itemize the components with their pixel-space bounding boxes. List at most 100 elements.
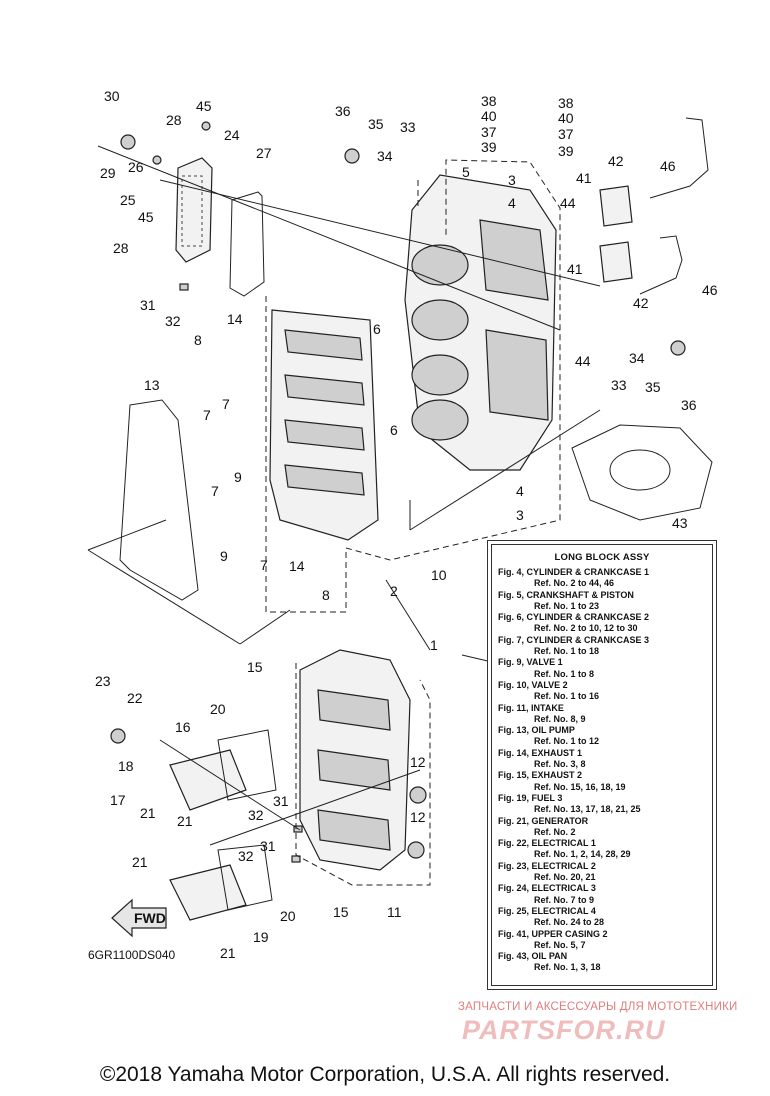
- copyright-notice: ©2018 Yamaha Motor Corporation, U.S.A. A…: [99, 1063, 671, 1086]
- callout-32: 32: [238, 848, 254, 864]
- gasket-13-part: [119, 399, 199, 601]
- panel-entry: Fig. 23, ELECTRICAL 2 Ref. No. 20, 21: [492, 861, 712, 884]
- callout-17: 17: [110, 792, 126, 808]
- fig-reference-link[interactable]: Fig. 22, ELECTRICAL 1: [498, 838, 596, 849]
- callout-19: 19: [253, 929, 269, 945]
- ref-range: Ref. No. 7 to 9: [534, 894, 595, 905]
- electrical-bracket-part: [175, 157, 213, 263]
- panel-entry: Fig. 22, ELECTRICAL 1 Ref. No. 1, 2, 14,…: [492, 838, 712, 861]
- callout-45: 45: [138, 209, 154, 225]
- callout-21: 21: [220, 945, 236, 961]
- callout-39: 39: [481, 139, 497, 155]
- fig-reference-link[interactable]: Fig. 10, VALVE 2: [498, 679, 568, 690]
- fig-reference-link[interactable]: Fig. 5, CRANKSHAFT & PISTON: [498, 589, 634, 600]
- ref-range: Ref. No. 2 to 44, 46: [534, 578, 615, 589]
- fig-reference-link[interactable]: Fig. 11, INTAKE: [498, 702, 564, 713]
- callout-6: 6: [373, 321, 381, 337]
- callout-21: 21: [177, 813, 193, 829]
- callout-22: 22: [127, 690, 143, 706]
- panel-entry: Fig. 24, ELECTRICAL 3 Ref. No. 7 to 9: [492, 883, 712, 906]
- panel-entry: Fig. 6, CYLINDER & CRANKCASE 2 Ref. No. …: [492, 612, 712, 635]
- fig-reference-link[interactable]: Fig. 24, ELECTRICAL 3: [498, 883, 596, 894]
- callout-20: 20: [210, 701, 226, 717]
- callout-3: 3: [516, 507, 524, 523]
- callout-36: 36: [335, 103, 351, 119]
- panel-entry: Fig. 41, UPPER CASING 2 Ref. No. 5, 7: [492, 929, 712, 952]
- callout-23: 23: [95, 673, 111, 689]
- fig-reference-link[interactable]: Fig. 23, ELECTRICAL 2: [498, 860, 596, 871]
- harness-46-part: [649, 117, 709, 199]
- callout-41: 41: [567, 261, 583, 277]
- panel-entry: Fig. 14, EXHAUST 1 Ref. No. 3, 8: [492, 748, 712, 771]
- callout-28: 28: [166, 112, 182, 128]
- cover-19-part: [169, 864, 247, 921]
- callout-14: 14: [289, 558, 305, 574]
- callout-21: 21: [132, 854, 148, 870]
- fig-reference-link[interactable]: Fig. 13, OIL PUMP: [498, 725, 575, 736]
- callout-8: 8: [322, 587, 330, 603]
- fig-reference-link[interactable]: Fig. 7, CYLINDER & CRANKCASE 3: [498, 634, 650, 645]
- callout-3: 3: [508, 172, 516, 188]
- ref-range: Ref. No. 1 to 16: [534, 691, 600, 702]
- ref-range: Ref. No. 15, 16, 18, 19: [534, 781, 626, 792]
- callout-32: 32: [248, 807, 264, 823]
- panel-entry: Fig. 4, CYLINDER & CRANKCASE 1 Ref. No. …: [492, 567, 712, 590]
- fig-reference-link[interactable]: Fig. 19, FUEL 3: [498, 792, 563, 803]
- fig-reference-link[interactable]: Fig. 15, EXHAUST 2: [498, 770, 583, 781]
- panel-entry: Fig. 43, OIL PAN Ref. No. 1, 3, 18: [492, 951, 712, 974]
- callout-6: 6: [390, 422, 398, 438]
- callout-40: 40: [481, 108, 497, 124]
- watermark-logo: PARTSFOR.RU: [462, 1015, 666, 1045]
- callout-44: 44: [560, 195, 576, 211]
- callout-2: 2: [390, 583, 398, 599]
- callout-38: 38: [558, 95, 574, 111]
- ref-range: Ref. No. 1, 3, 18: [534, 962, 601, 973]
- long-block-assy-panel: LONG BLOCK ASSY Fig. 4, CYLINDER & CRANK…: [487, 540, 717, 990]
- leader-lines: [87, 145, 601, 846]
- callout-37: 37: [481, 124, 497, 140]
- callout-7: 7: [260, 557, 268, 573]
- ref-range: Ref. No. 1, 2, 14, 28, 29: [534, 849, 631, 860]
- panel-entry: Fig. 15, EXHAUST 2 Ref. No. 15, 16, 18, …: [492, 770, 712, 793]
- callout-4: 4: [508, 195, 516, 211]
- fig-reference-link[interactable]: Fig. 21, GENERATOR: [498, 815, 589, 826]
- callout-13: 13: [144, 377, 160, 393]
- callout-37: 37: [558, 126, 574, 142]
- callout-45: 45: [196, 98, 212, 114]
- callout-12: 12: [410, 754, 426, 770]
- callout-11: 11: [387, 904, 402, 920]
- callout-4: 4: [516, 483, 524, 499]
- fig-reference-link[interactable]: Fig. 25, ELECTRICAL 4: [498, 905, 596, 916]
- panel-entry: Fig. 9, VALVE 1 Ref. No. 1 to 8: [492, 657, 712, 680]
- parts-artwork: [110, 117, 713, 921]
- callout-14: 14: [227, 311, 243, 327]
- panel-entry: Fig. 13, OIL PUMP Ref. No. 1 to 12: [492, 725, 712, 748]
- callout-34: 34: [377, 148, 393, 164]
- ref-range: Ref. No. 1 to 8: [534, 668, 595, 679]
- watermark-tagline: ЗАПЧАСТИ И АКСЕССУАРЫ ДЛЯ МОТОТЕХНИКИ: [458, 1001, 738, 1013]
- fwd-arrow: FWD: [111, 898, 167, 938]
- oil-pan-gasket-part: [571, 424, 713, 521]
- fig-reference-link[interactable]: Fig. 14, EXHAUST 1: [498, 747, 583, 758]
- callout-31: 31: [140, 297, 156, 313]
- callout-39: 39: [558, 143, 574, 159]
- ref-range: Ref. No. 5, 7: [534, 939, 586, 950]
- fig-reference-link[interactable]: Fig. 43, OIL PAN: [498, 951, 568, 962]
- callout-5: 5: [462, 164, 470, 180]
- callout-35: 35: [368, 116, 384, 132]
- fig-reference-link[interactable]: Fig. 41, UPPER CASING 2: [498, 928, 608, 939]
- panel-entry: Fig. 11, INTAKE Ref. No. 8, 9: [492, 703, 712, 726]
- callout-8: 8: [194, 332, 202, 348]
- callout-15: 15: [333, 904, 349, 920]
- callout-40: 40: [558, 110, 574, 126]
- fig-reference-link[interactable]: Fig. 9, VALVE 1: [498, 657, 563, 668]
- fig-reference-link[interactable]: Fig. 6, CYLINDER & CRANKCASE 2: [498, 612, 650, 623]
- callout-24: 24: [224, 127, 240, 143]
- fig-reference-link[interactable]: Fig. 4, CYLINDER & CRANKCASE 1: [498, 567, 650, 577]
- diagram-code: 6GR1100DS040: [88, 948, 176, 962]
- callout-labels: 30 45 28 24 27 29 26 25 45 28 31 32 36 3…: [95, 88, 718, 961]
- ref-range: Ref. No. 8, 9: [534, 713, 586, 724]
- assembly-outlines: [265, 159, 561, 886]
- callout-18: 18: [118, 758, 134, 774]
- ref-range: Ref. No. 1 to 12: [534, 736, 600, 747]
